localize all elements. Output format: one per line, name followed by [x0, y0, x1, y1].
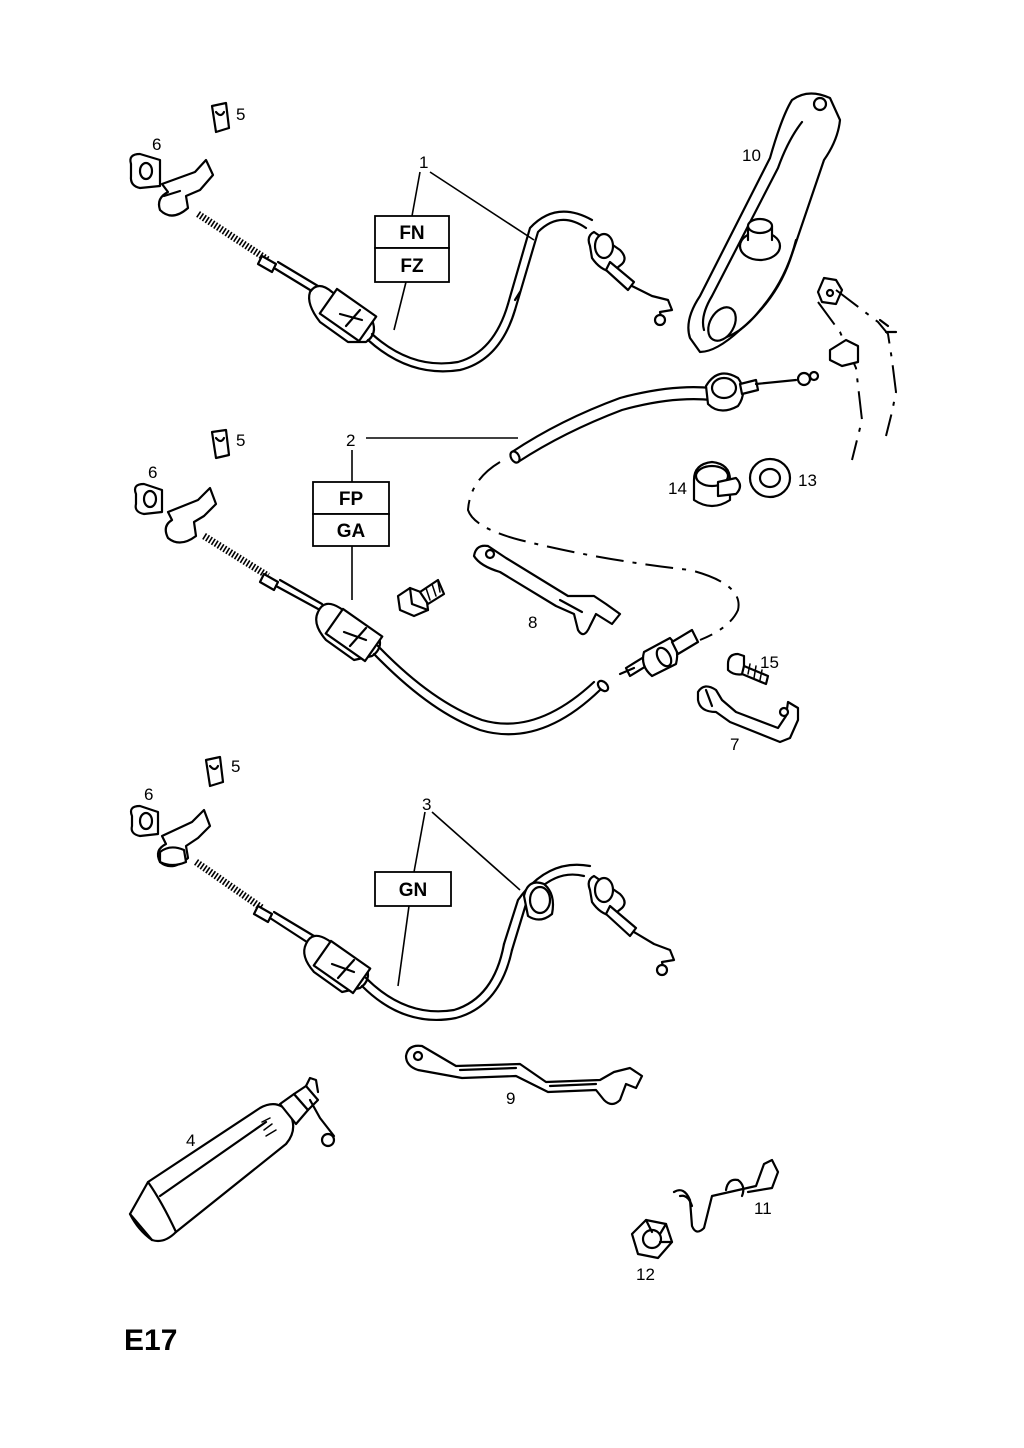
washer-13: [748, 457, 792, 499]
cable-2: [202, 370, 820, 736]
bracket-9: [404, 1044, 644, 1106]
clip-5-bot: [204, 755, 225, 788]
code-fn: FN: [399, 223, 424, 244]
callout-10: 10: [742, 146, 761, 165]
code-gn: GN: [399, 880, 428, 901]
leader-lines: [351, 171, 535, 987]
cable-end-bracket-bot: [156, 808, 212, 868]
callout-3: 3: [422, 795, 431, 814]
spring-clip-11: [672, 1158, 780, 1233]
grease-tube-4: [128, 1076, 336, 1243]
callout-5-top: 5: [236, 105, 245, 124]
callout-5-bot: 5: [231, 757, 240, 776]
callout-6-bot: 6: [144, 785, 153, 804]
callout-13: 13: [798, 471, 817, 490]
callout-12: 12: [636, 1265, 655, 1284]
cable-end-bracket-top: [157, 158, 215, 217]
code-box-cable-1: FN FZ: [374, 215, 450, 283]
callout-1: 1: [419, 153, 428, 172]
bush-14: [692, 460, 742, 508]
pedal-box-outline: [816, 276, 898, 461]
screw-15: [726, 652, 770, 686]
cable-1: [196, 210, 674, 373]
callout-6-mid: 6: [148, 463, 157, 482]
clip-5-top: [210, 101, 231, 134]
callout-14: 14: [668, 479, 687, 498]
callout-8: 8: [528, 613, 537, 632]
callout-5-mid: 5: [236, 431, 245, 450]
code-fz: FZ: [400, 256, 424, 277]
callout-15: 15: [760, 653, 779, 672]
callout-9: 9: [506, 1089, 515, 1108]
bolt: [396, 578, 446, 618]
code-fp: FP: [339, 489, 364, 510]
callout-numbers: 5 6 1 10 5 2 6 14 13 8 15 7 5 6 3 9 4 11…: [144, 105, 817, 1284]
callout-2: 2: [346, 431, 355, 450]
page-label: E17: [124, 1324, 177, 1357]
cable-3: [193, 859, 676, 1022]
callout-7: 7: [730, 735, 739, 754]
callout-4: 4: [186, 1131, 195, 1150]
bush-6-top: [129, 152, 162, 190]
bracket-7: [696, 685, 800, 744]
pedal-bracket-10: [687, 92, 842, 354]
clip-5-mid: [210, 428, 231, 460]
code-ga: GA: [337, 521, 366, 542]
bracket-8: [472, 544, 622, 636]
callout-11: 11: [754, 1199, 772, 1218]
bush-6-bot: [129, 804, 160, 838]
cable-end-bracket-mid: [164, 486, 218, 544]
code-box-cable-3: GN: [374, 871, 452, 907]
code-box-cable-2: FP GA: [312, 481, 390, 547]
bush-6-mid: [133, 482, 164, 516]
nut-12: [630, 1218, 674, 1260]
callout-6-top: 6: [152, 135, 161, 154]
